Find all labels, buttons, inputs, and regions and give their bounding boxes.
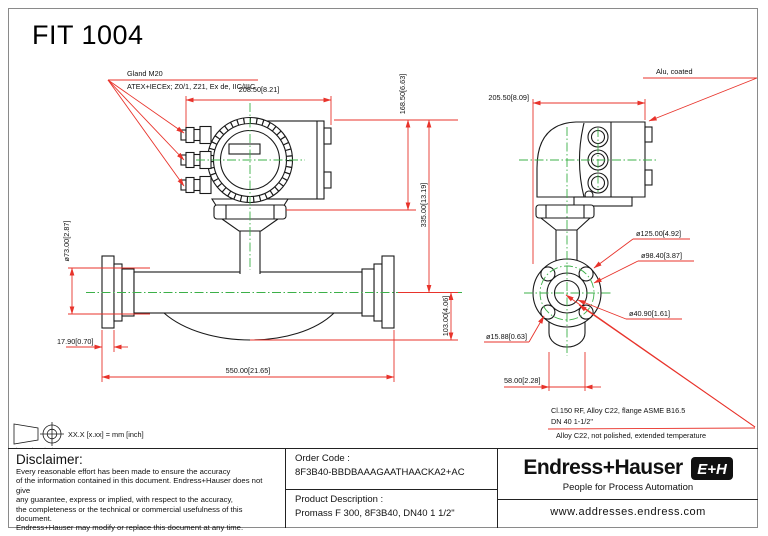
copyright-line: ©10.03.2025 Endress+Hauser	[16, 535, 277, 536]
flange-note-line2: DN 40 1-1/2"	[551, 417, 593, 426]
disclaimer-line: of the information contained in this doc…	[16, 476, 263, 495]
disclaimer-box: Disclaimer: Every reasonable effort has …	[8, 449, 285, 536]
order-code-value: 8F3B40-BBDBAAAGAATHAACKA2+AC	[295, 467, 465, 478]
eh-logo-icon: E+H	[690, 456, 733, 480]
side-transmitter-head	[535, 121, 653, 262]
front-dimensions: 208.50[8.21] Gland M20 ATEX+IECEx; Z0/1,…	[57, 69, 458, 382]
disclaimer-line: Every reasonable effort has been made to…	[16, 467, 231, 476]
dim-bolt-hole: ø15.88[0.63]	[486, 332, 527, 341]
material-note: Alloy C22, not polished, extended temper…	[556, 431, 706, 440]
gland-annotation: Gland M20	[127, 69, 163, 78]
disclaimer-line: Endress+Hauser may modify or replace thi…	[16, 523, 244, 533]
product-description-value: Promass F 300, 8F3B40, DN40 1 1/2"	[295, 508, 455, 519]
atex-annotation: ATEX+IECEx; Z0/1, Z21, Ex de, IIC/IIIC	[127, 82, 255, 91]
brand-tagline: People for Process Automation	[562, 482, 694, 493]
dim-head-height: 168.50[6.63]	[398, 74, 407, 115]
flange-note-line1: Cl.150 RF, Alloy C22, flange ASME B16.5	[551, 406, 685, 415]
disclaimer-line: any guarantee, express or implied, with …	[16, 495, 233, 505]
dim-bore: ø40.90[1.61]	[629, 309, 670, 318]
dim-depth: 205.50[8.09]	[488, 93, 529, 102]
dim-bolt-circle: ø98.40[3.87]	[641, 251, 682, 260]
dim-flange-thickness: 17.90[0.70]	[57, 337, 94, 346]
dim-flange-od: ø125.00[4.92]	[636, 229, 681, 238]
dim-below-center: 103.00[4.06]	[441, 296, 450, 337]
brand-box: Endress+Hauser E+H People for Process Au…	[498, 449, 758, 528]
projection-symbol: First Angle Projection XX.X [x.xx] = mm …	[13, 422, 144, 448]
side-view: 205.50[8.09] Alu, coated ø125.00[4.92] ø…	[484, 67, 758, 440]
side-centerlines	[519, 127, 656, 356]
projection-label: First Angle Projection	[13, 447, 59, 448]
brand-wordmark: Endress+Hauser	[523, 456, 683, 479]
technical-drawing: 208.50[8.21] Gland M20 ATEX+IECEx; Z0/1,…	[13, 67, 758, 448]
title-block: Disclaimer: Every reasonable effort has …	[8, 448, 758, 536]
side-dimensions: 205.50[8.09] Alu, coated ø125.00[4.92] ø…	[484, 67, 758, 440]
disclaimer-heading: Disclaimer:	[16, 452, 83, 467]
dim-hub-diameter: ø73.00[2.87]	[62, 221, 71, 262]
front-transmitter-head	[206, 116, 332, 274]
units-note: XX.X [x.xx] = mm [inch]	[68, 430, 144, 439]
dim-width-top: 208.50[8.21]	[239, 85, 280, 94]
dim-tube-width: 58.00[2.28]	[504, 376, 541, 385]
drawing-frame	[8, 8, 758, 528]
page-title: FIT 1004	[32, 20, 144, 50]
dim-total-height: 335.00[13.19]	[419, 183, 428, 228]
alu-annotation: Alu, coated	[656, 67, 693, 76]
order-info-box: Order Code : 8F3B40-BBDBAAAGAATHAACKA2+A…	[285, 449, 498, 528]
svg-text:E+H: E+H	[697, 461, 728, 478]
logo-divider	[498, 499, 758, 500]
website-url: www.addresses.endress.com	[550, 506, 706, 518]
order-code-cell: Order Code : 8F3B40-BBDBAAAGAATHAACKA2+A…	[286, 449, 497, 490]
dim-overall-length: 550.00[21.65]	[226, 366, 271, 375]
order-code-label: Order Code :	[295, 453, 350, 464]
front-view: 208.50[8.21] Gland M20 ATEX+IECEx; Z0/1,…	[57, 69, 462, 382]
display-window	[228, 143, 261, 155]
frustum-icon	[13, 423, 39, 445]
product-description-label: Product Description :	[295, 494, 384, 505]
disclaimer-line: the completeness or the technical or com…	[16, 504, 243, 524]
product-description-cell: Product Description : Promass F 300, 8F3…	[286, 490, 497, 528]
